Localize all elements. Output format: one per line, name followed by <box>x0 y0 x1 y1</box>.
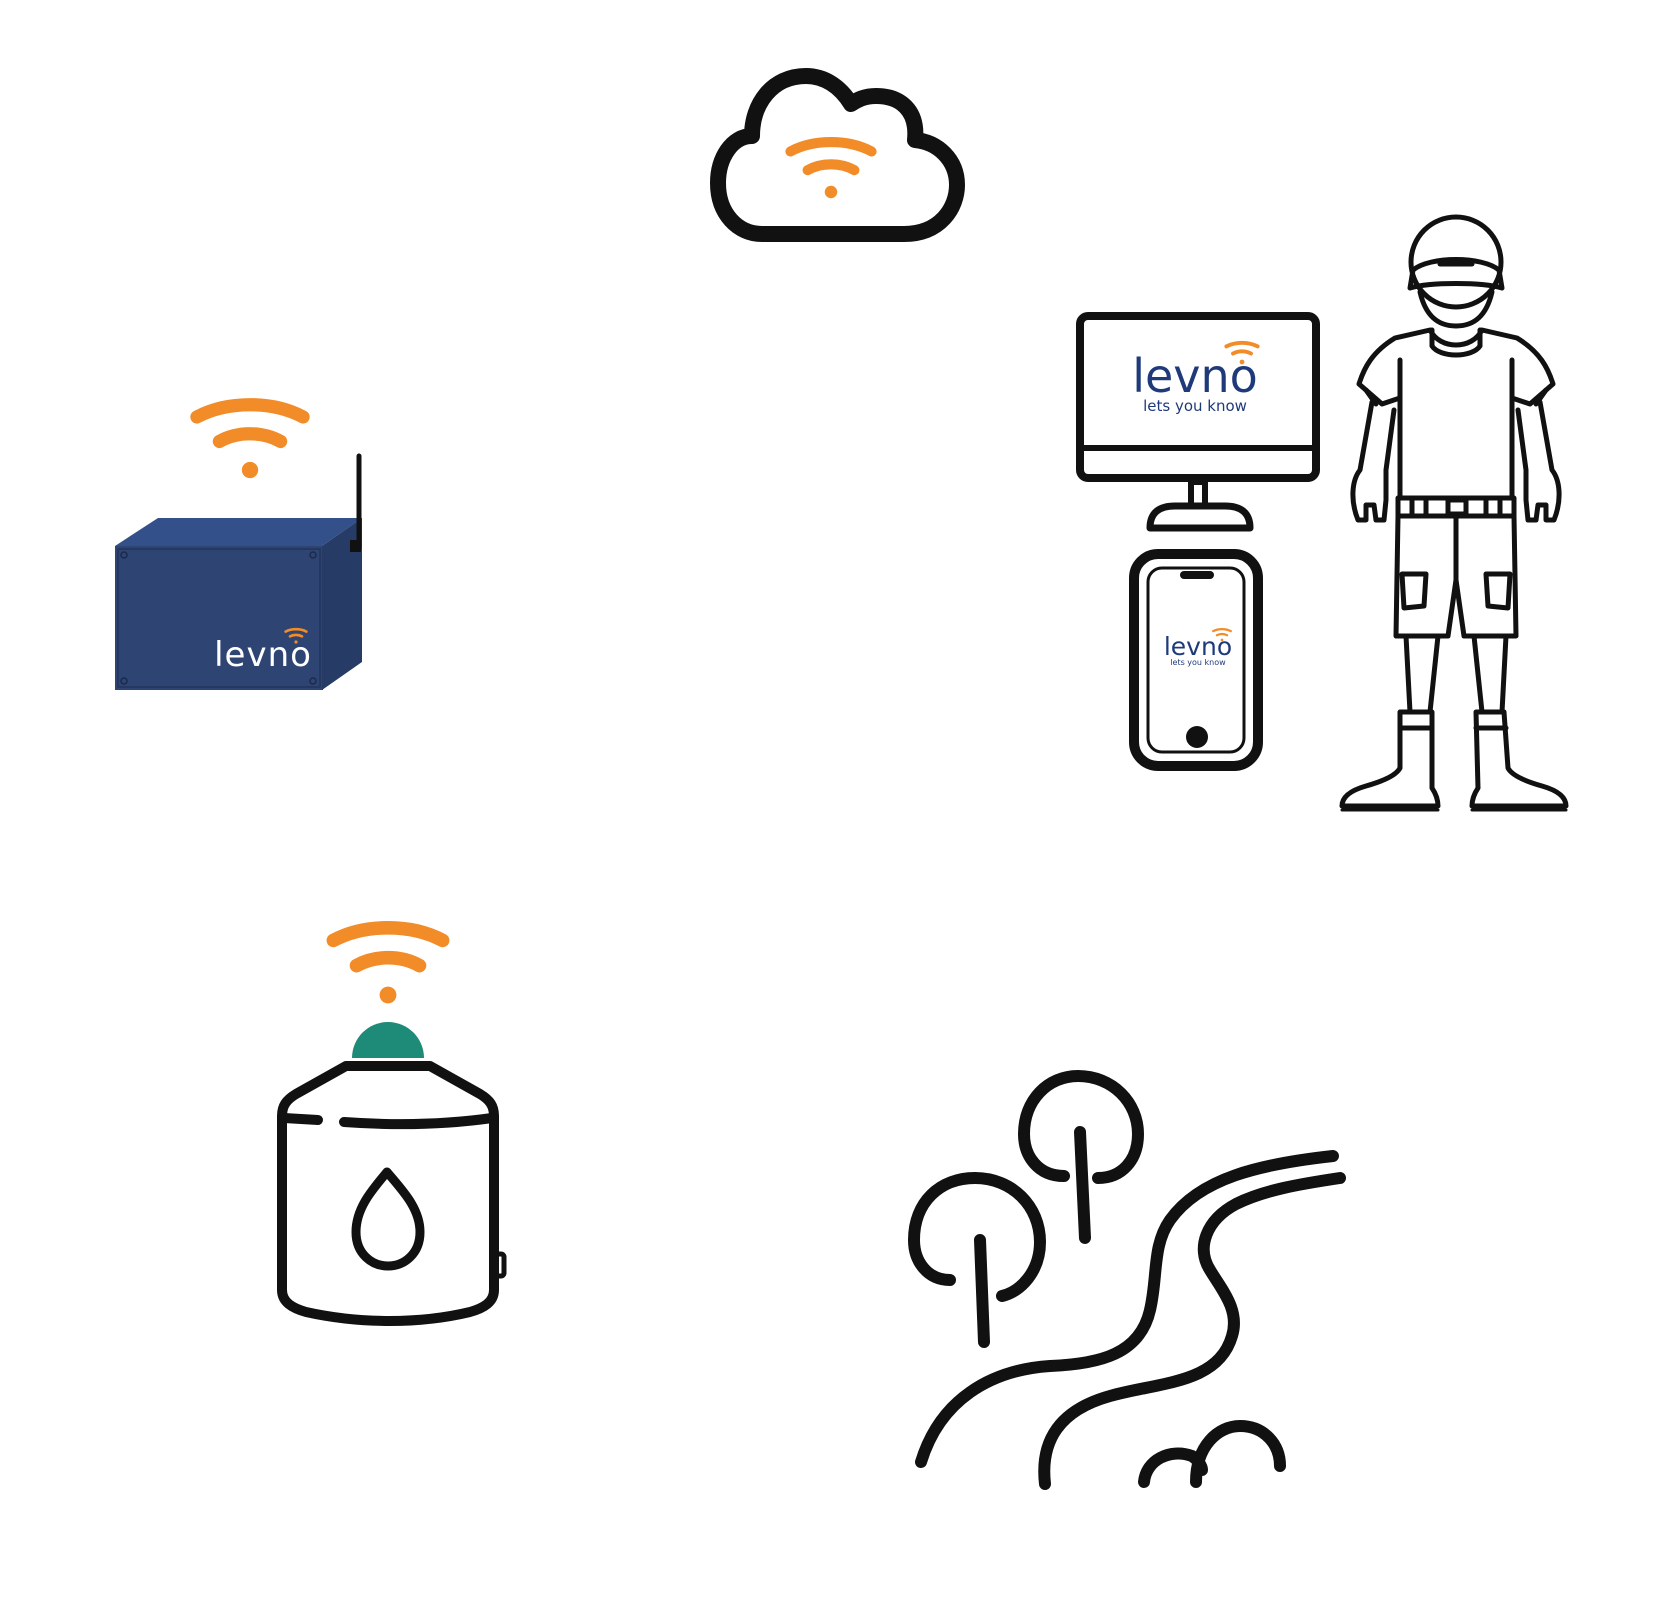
wifi-signal-icon <box>1212 628 1232 642</box>
monitor-logo-text: levno <box>1132 349 1258 403</box>
gateway-logo: levno <box>214 627 311 675</box>
phone-logo: levno lets you know <box>1164 628 1232 667</box>
wifi-signal-icon <box>785 137 877 199</box>
gateway-front-face <box>115 546 323 690</box>
wifi-signal-icon <box>284 627 308 644</box>
phone-logo-tagline: lets you know <box>1170 658 1226 667</box>
water-drop-icon <box>351 1167 425 1271</box>
wifi-signal-icon <box>326 921 450 1004</box>
sensor-cap <box>352 1022 424 1058</box>
phone-home-button <box>1186 726 1208 748</box>
monitor-logo: levno lets you know <box>1132 340 1260 415</box>
gateway-side-face <box>322 518 362 690</box>
water-tank-sensor-icon <box>277 921 507 1326</box>
cloud-icon <box>710 68 965 242</box>
wifi-signal-icon <box>190 398 310 479</box>
wifi-signal-icon <box>1224 340 1260 365</box>
phone-notch <box>1180 571 1214 579</box>
gateway-top-face <box>115 518 362 546</box>
trees-river-landscape-icon <box>908 1070 1346 1490</box>
smartphone-icon: levno lets you know <box>1129 549 1263 771</box>
gateway-box-icon: levno <box>115 398 362 690</box>
monitor-logo-tagline: lets you know <box>1143 397 1247 415</box>
desktop-monitor-icon: levno lets you know <box>1076 312 1320 532</box>
phone-logo-text: levno <box>1164 632 1232 661</box>
farmer-person-icon <box>1339 214 1569 812</box>
